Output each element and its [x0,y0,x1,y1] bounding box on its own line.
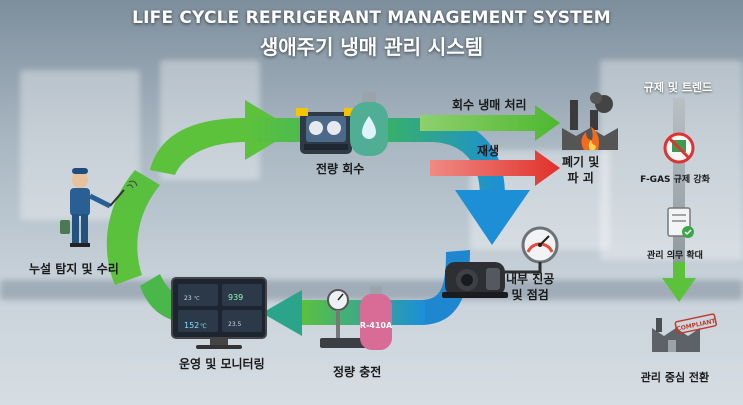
label-charging: 정량 충전 [333,365,382,379]
side-arrow-green [673,262,685,280]
recovery-machine-icon [296,108,356,154]
side-label-fgas: F-GAS 규제 강화 [640,175,710,185]
cylinder-label: R-410A [360,321,393,330]
side-arrow-head [662,278,696,302]
scale-icon [320,289,370,348]
arrow-bottom-head [262,290,302,336]
label-recycle: 재생 [477,144,500,158]
monitor-value-c: 939 [228,293,243,302]
factory-compliant-icon: COMPLIANT [652,313,717,352]
title-block: LIFE CYCLE REFRIGERANT MANAGEMENT SYSTEM… [0,8,743,60]
title-english: LIFE CYCLE REFRIGERANT MANAGEMENT SYSTEM [132,8,611,28]
label-disposal: 폐기 및 파 괴 [562,154,599,186]
monitor-value-b-unit: ℃ [194,296,200,302]
label-recovery: 전량 회수 [316,162,365,176]
monitor-value-d: 23.5 [228,321,242,328]
refrigerant-cylinder-icon [350,92,388,156]
monitor-value-b: 23 [184,295,192,302]
monitor-value-a-unit: ℃ [200,323,207,330]
arrow-right-head [455,190,530,245]
arrow-recovery-treatment [420,105,560,141]
r410a-cylinder-icon: R-410A [360,286,393,350]
monitor-icon: 152 ℃ 939 23.5 23 ℃ [171,277,267,349]
label-vacuum-check-line1: 내부 진공 [506,272,555,286]
no-fgas-icon [663,132,695,164]
arrow-left-up [106,170,160,285]
label-vacuum-check-line2: 및 점검 [511,288,549,302]
label-disposal-line1: 폐기 및 [562,155,600,169]
label-monitoring: 운영 및 모니터링 [179,357,265,371]
title-korean: 생애주기 냉매 관리 시스템 [259,35,484,59]
side-label-shift: 관리 중심 전환 [640,371,710,384]
monitor-value-a: 152 [184,321,199,330]
label-disposal-line2: 파 괴 [567,171,594,185]
side-label-duty: 관리 의무 확대 [647,251,703,261]
label-leak-detection: 누설 탐지 및 수리 [29,262,119,276]
checklist-icon [667,207,694,238]
label-vacuum-check: 내부 진공 및 점검 [506,271,554,303]
label-recovery-treatment: 회수 냉매 처리 [452,98,527,112]
pressure-gauge-icon [505,226,559,274]
vacuum-pump-icon [442,262,508,298]
technician-icon [60,168,138,247]
factory-fire-icon [562,92,618,150]
arrow-recycle [430,150,560,186]
side-panel-title: 규제 및 트렌드 [643,81,713,94]
